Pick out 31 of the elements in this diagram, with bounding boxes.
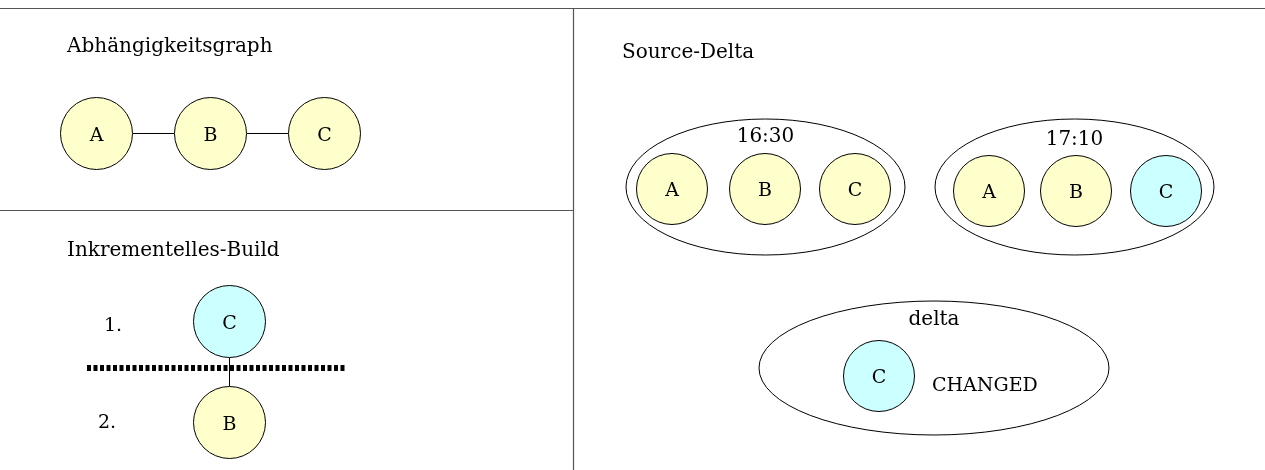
panel-heading: Source-Delta: [622, 39, 755, 63]
module-circle: [819, 153, 891, 225]
module-label: B: [1069, 180, 1083, 202]
text-label: 2.: [98, 410, 117, 432]
group-label: 17:10: [1044, 126, 1105, 150]
module-label: C: [1158, 180, 1174, 202]
module-label: B: [203, 122, 218, 145]
panel-heading: Abhängigkeitsgraph: [67, 33, 273, 57]
module-label: C: [222, 310, 237, 333]
module-label: A: [89, 122, 104, 145]
module-label: C: [317, 122, 332, 145]
module-label: A: [982, 180, 996, 202]
snapshot-ellipse: [934, 118, 1215, 256]
group-label: 16:30: [735, 123, 796, 147]
snapshot-ellipse: [625, 118, 906, 256]
module-label: C: [847, 178, 863, 200]
module-label: B: [758, 178, 772, 200]
text-label: 1.: [104, 313, 123, 335]
module-circle: [636, 153, 708, 225]
module-circle: [953, 155, 1025, 227]
module-circle: [1130, 155, 1202, 227]
module-label: C: [871, 365, 887, 387]
text-label: CHANGED: [932, 373, 1038, 395]
snapshot-ellipse: [758, 300, 1110, 436]
connector-line: [246, 133, 289, 134]
group-label: delta: [907, 306, 961, 330]
module-label: B: [222, 411, 237, 434]
module-label: A: [665, 178, 679, 200]
panel-heading: Inkrementelles-Build: [67, 237, 280, 261]
connector-line: [132, 133, 175, 134]
connector-line: [229, 357, 230, 387]
